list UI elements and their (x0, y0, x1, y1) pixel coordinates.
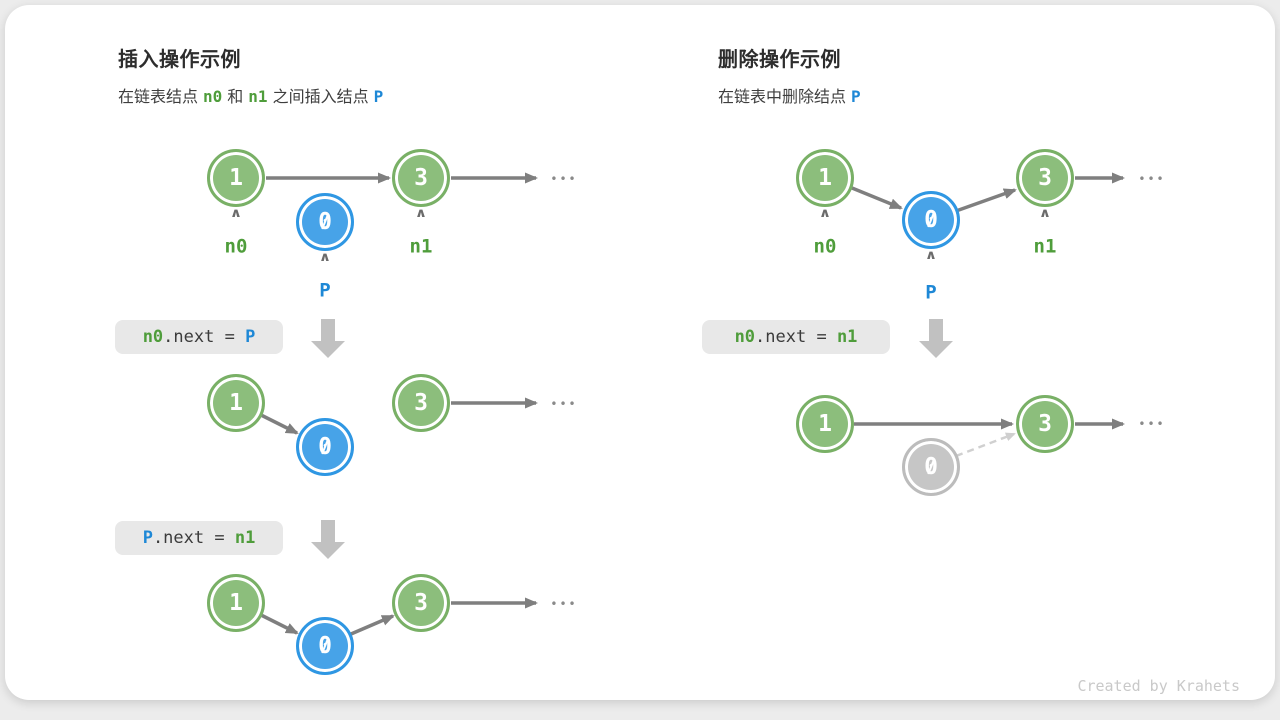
deleted-node-0: 0 (902, 438, 960, 496)
node-value: 0 (318, 632, 332, 659)
list-node-1: 1 (796, 149, 854, 207)
node-value: 3 (414, 589, 428, 616)
list-node-1: 1 (796, 395, 854, 453)
code-lhs: n0 (142, 327, 164, 347)
pointer-caret: ∧ (1038, 204, 1052, 221)
code-mid: .next = (163, 327, 246, 347)
node-value: 1 (818, 164, 832, 191)
node-value: 1 (229, 164, 243, 191)
list-node-3: 3 (392, 574, 450, 632)
inserted-node-0: 0 (296, 193, 354, 251)
ellipsis: ••• (550, 397, 578, 411)
p-token: P (373, 87, 384, 106)
ellipsis: ••• (550, 597, 578, 611)
inserted-node-0: 0 (296, 418, 354, 476)
node-0-to-delete: 0 (902, 191, 960, 249)
list-node-1: 1 (207, 374, 265, 432)
credit-text: Created by Krahets (1077, 677, 1240, 695)
node-value: 0 (924, 453, 938, 480)
ellipsis: ••• (1138, 172, 1166, 186)
code-lhs: P (142, 528, 153, 548)
subtitle-text: 在链表结点 (118, 89, 199, 106)
delete-example-title: 删除操作示例 (718, 49, 841, 71)
n1-pointer-label: n1 (409, 235, 433, 258)
code-rhs: P (245, 327, 256, 347)
p-token: P (851, 87, 861, 106)
insert-example-title: 插入操作示例 (118, 49, 241, 71)
code-n0-next-p: n0.next = P (115, 320, 283, 354)
inserted-node-0: 0 (296, 617, 354, 675)
code-mid: .next = (755, 327, 837, 347)
code-rhs: n1 (836, 327, 858, 347)
node-value: 0 (924, 206, 938, 233)
pointer-caret: ∧ (318, 248, 332, 265)
code-mid: .next = (152, 528, 235, 548)
list-node-3: 3 (1016, 395, 1074, 453)
n0-pointer-label: n0 (813, 235, 837, 258)
pointer-caret: ∧ (818, 204, 832, 221)
node-value: 1 (818, 410, 832, 437)
node-value: 3 (1038, 164, 1052, 191)
node-value: 3 (414, 389, 428, 416)
list-node-1: 1 (207, 149, 265, 207)
subtitle-text: 和 (227, 89, 244, 106)
node-value: 1 (229, 389, 243, 416)
ellipsis: ••• (550, 172, 578, 186)
pointer-caret: ∧ (229, 204, 243, 221)
pointer-caret: ∧ (414, 204, 428, 221)
n1-token: n1 (248, 87, 268, 106)
code-rhs: n1 (234, 528, 256, 548)
list-node-1: 1 (207, 574, 265, 632)
node-value: 3 (414, 164, 428, 191)
node-value: 1 (229, 589, 243, 616)
list-node-3: 3 (392, 149, 450, 207)
p-pointer-label: P (925, 281, 937, 304)
node-value: 0 (318, 433, 332, 460)
pointer-caret: ∧ (924, 246, 938, 263)
ellipsis: ••• (1138, 417, 1166, 431)
p-pointer-label: P (319, 279, 331, 302)
node-value: 3 (1038, 410, 1052, 437)
code-n0-next-n1: n0.next = n1 (702, 320, 890, 354)
subtitle-text: 在链表中删除结点 (718, 89, 847, 106)
n0-pointer-label: n0 (224, 235, 248, 258)
n1-pointer-label: n1 (1033, 235, 1057, 258)
list-node-3: 3 (1016, 149, 1074, 207)
list-node-3: 3 (392, 374, 450, 432)
node-value: 0 (318, 208, 332, 235)
code-p-next-n1: P.next = n1 (115, 521, 283, 555)
subtitle-text: 之间插入结点 (272, 89, 369, 106)
code-lhs: n0 (734, 327, 756, 347)
n0-token: n0 (203, 87, 223, 106)
